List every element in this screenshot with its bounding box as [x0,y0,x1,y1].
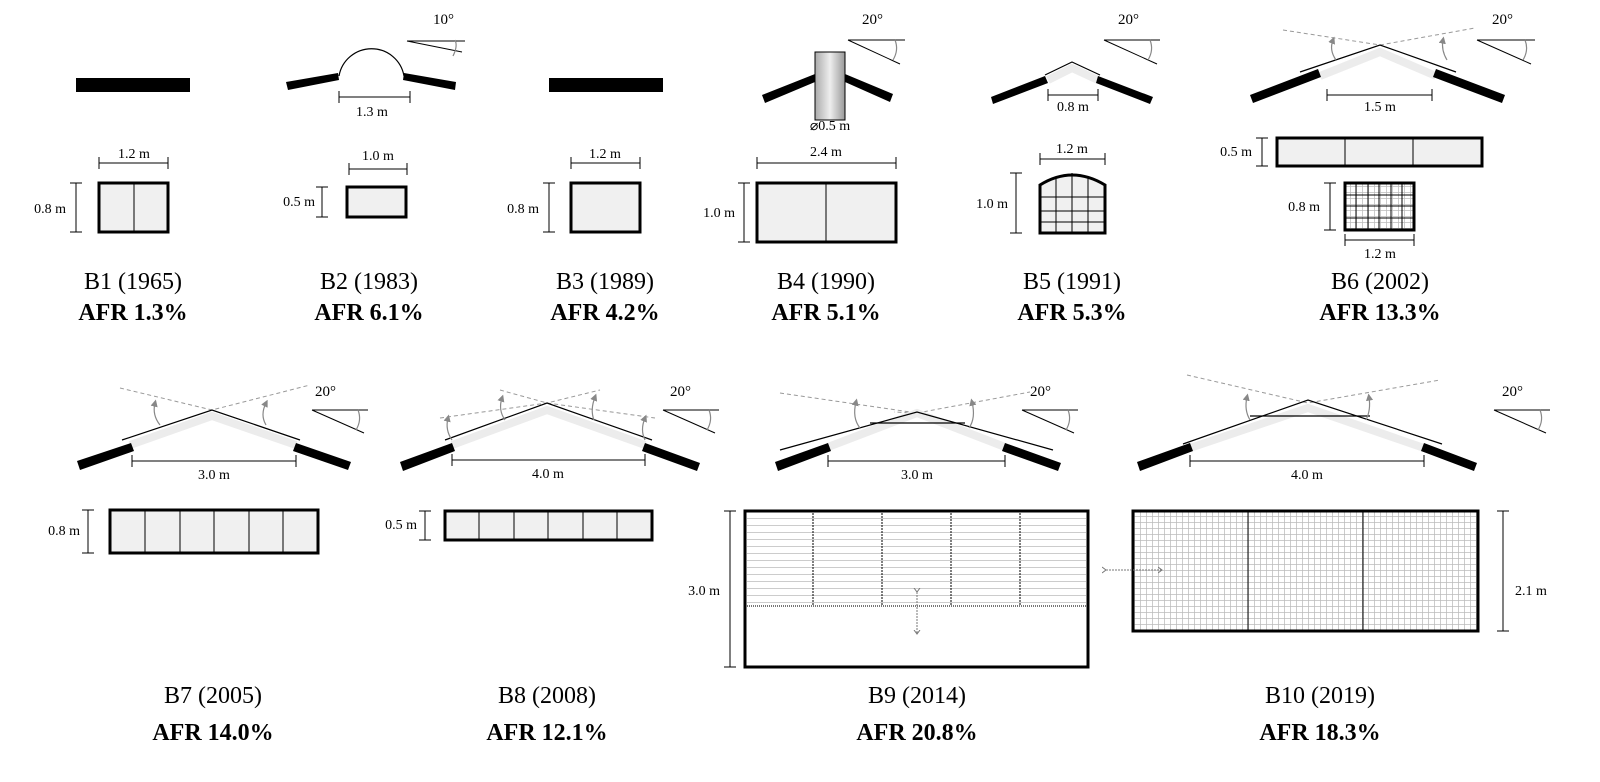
afr-value: AFR 13.3% [1319,300,1440,326]
opening-label: 4.0 m [1291,468,1323,483]
angle-label: 20° [315,384,336,400]
height-label: 1.0 m [703,206,735,221]
building-b3: 1.2 m 0.8 m B3 (1989) AFR 4.2% [507,78,663,326]
afr-value: AFR 5.3% [1017,300,1126,326]
building-title: B8 (2008) [498,683,596,709]
building-b7: 3.0 m 20° 0.8 m B7 (2005) AFR 14.0% [48,384,368,746]
window-strip [1275,136,1484,168]
afr-value: AFR 12.1% [486,720,607,746]
height-label: 0.5 m [283,195,315,210]
afr-value: AFR 14.0% [152,720,273,746]
width-label: 2.4 m [810,145,842,160]
dome [338,48,405,77]
opening-label: 3.0 m [198,468,230,483]
building-b2: 1.3 m 10° 1.0 m 0.5 m B2 (1983) AFR 6.1% [283,12,465,326]
height-label: 1.0 m [976,197,1008,212]
height-label-1: 0.5 m [1220,145,1252,160]
afr-value: AFR 1.3% [78,300,187,326]
height-label: 0.8 m [34,202,66,217]
height-label: 0.8 m [507,202,539,217]
height-label: 0.8 m [48,524,80,539]
opening-label: 3.0 m [901,468,933,483]
angle-label: 10° [433,12,454,28]
building-title: B9 (2014) [868,683,966,709]
angle-label: 20° [1118,12,1139,28]
angle-label: 20° [1502,384,1523,400]
afr-value: AFR 20.8% [856,720,977,746]
building-title: B7 (2005) [164,683,262,709]
afr-value: AFR 4.2% [550,300,659,326]
building-b5: 0.8 m 20° 1.2 m 1.0 m B5 (1991) AFR 5.3% [976,12,1160,326]
building-b8: 4.0 m 20° 0.5 m B8 (2008) AFR 12.1% [385,384,719,746]
pipe [814,51,846,121]
angle-label: 20° [862,12,883,28]
building-b9: 3.0 m 20° 3.0 m B9 (2014) AFR 20.8% [688,384,1090,746]
angle-label: 20° [1030,384,1051,400]
building-title: B1 (1965) [84,269,182,295]
building-b1: 1.2 m 0.8 m B1 (1965) AFR 1.3% [34,78,190,326]
width-label: 1.2 m [589,147,621,162]
height-label: 0.5 m [385,518,417,533]
width-label: 1.0 m [362,149,394,164]
angle-label: 20° [670,384,691,400]
building-title: B6 (2002) [1331,269,1429,295]
building-title: B10 (2019) [1265,683,1375,709]
afr-value: AFR 5.1% [771,300,880,326]
opening-label: 1.5 m [1364,100,1396,115]
mesh-window [1131,509,1480,633]
opening-label: 0.8 m [1057,100,1089,115]
height-label: 3.0 m [688,584,720,599]
height-label: 2.1 m [1515,584,1547,599]
opening-label: 4.0 m [532,467,564,482]
building-title: B5 (1991) [1023,269,1121,295]
building-b6: 1.5 m 20° 0.5 m 0.8 m 1.2 m B6 (2002) AF… [1220,12,1535,326]
width-label: 1.2 m [1056,142,1088,157]
building-b4: ⌀0.5 m 20° 2.4 m 1.0 m B4 (1990) AFR 5.1… [703,12,905,326]
width-label-2: 1.2 m [1364,247,1396,262]
building-title: B3 (1989) [556,269,654,295]
window [345,185,408,219]
building-b10: 4.0 m 20° 2.1 m B10 (2019) AFR 18.3% [1106,374,1550,746]
window [569,181,642,234]
height-label-2: 0.8 m [1288,200,1320,215]
building-title: B2 (1983) [320,269,418,295]
roof-section [76,78,190,92]
angle-label: 20° [1492,12,1513,28]
afr-value: AFR 6.1% [314,300,423,326]
pipe-label: ⌀0.5 m [810,119,850,134]
width-label: 1.2 m [118,147,150,162]
building-title: B4 (1990) [777,269,875,295]
afr-value: AFR 18.3% [1259,720,1380,746]
opening-label: 1.3 m [356,105,388,120]
